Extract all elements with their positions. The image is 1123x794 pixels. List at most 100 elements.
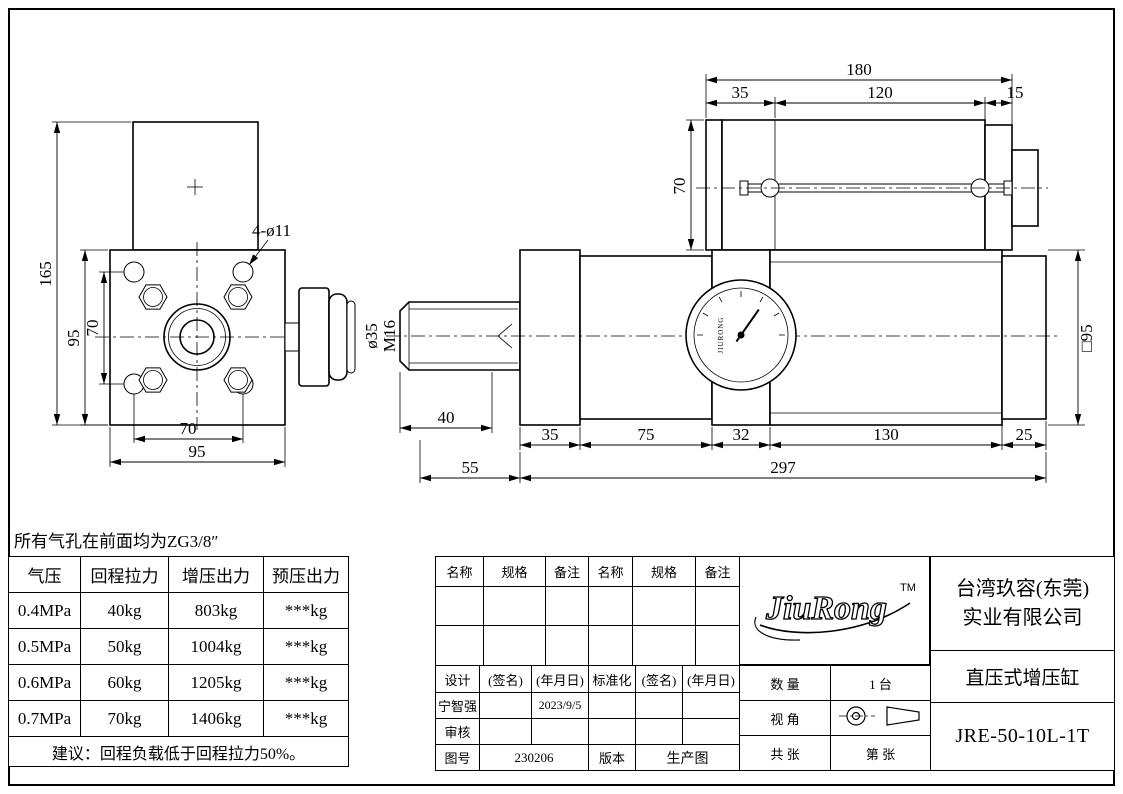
parts-cell-empty bbox=[695, 586, 740, 626]
drawing-type-value: 生产图 bbox=[635, 744, 740, 771]
sig-cell-empty bbox=[635, 692, 683, 719]
dim-width-95: 95 bbox=[189, 442, 206, 461]
technical-drawing: 165 95 70 70 95 4-ø11 bbox=[36, 60, 1096, 483]
spec-cell: ***kg bbox=[263, 664, 349, 701]
sig-cell-empty bbox=[531, 718, 589, 745]
jiurong-logo: JiuRong TM bbox=[754, 582, 916, 641]
dim-width-70: 70 bbox=[180, 419, 197, 438]
dim-seg-32: 32 bbox=[733, 425, 750, 444]
parts-header: 备注 bbox=[545, 556, 589, 587]
label-sign: (签名) bbox=[479, 665, 532, 693]
pressure-gauge: JIURONG bbox=[685, 279, 797, 391]
gauge-side-profile bbox=[284, 287, 356, 387]
spec-cell: 70kg bbox=[80, 700, 169, 737]
air-cyl-left-plate bbox=[705, 119, 723, 251]
spec-cell: 0.7MPa bbox=[8, 700, 81, 737]
rod-dia-label: ø35 bbox=[362, 323, 381, 349]
label-review: 审核 bbox=[435, 718, 480, 745]
dim-holes-70: 70 bbox=[83, 320, 102, 337]
main-tube bbox=[769, 249, 1003, 426]
dim-top-15: 15 bbox=[1007, 83, 1024, 102]
dim-height-165: 165 bbox=[36, 261, 55, 287]
dim-top-35: 35 bbox=[732, 83, 749, 102]
front-flange bbox=[519, 249, 581, 426]
parts-cell-empty bbox=[545, 625, 589, 666]
spec-cell: 50kg bbox=[80, 628, 169, 665]
bolt-hole bbox=[123, 261, 145, 283]
drawing-frame bbox=[8, 8, 1115, 786]
sig-cell-empty bbox=[479, 718, 532, 745]
label-quantity: 数 量 bbox=[739, 665, 831, 701]
quantity-value: 1 台 bbox=[830, 665, 931, 701]
label-sign: (签名) bbox=[635, 665, 683, 693]
spec-cell: 0.5MPa bbox=[8, 628, 81, 665]
logo-text: JiuRong bbox=[765, 590, 887, 627]
spec-header-pressure: 气压 bbox=[8, 556, 81, 593]
parts-cell-empty bbox=[483, 625, 546, 666]
parts-cell-empty bbox=[588, 625, 633, 666]
spec-cell: 803kg bbox=[168, 592, 264, 629]
dim-seg-75: 75 bbox=[638, 425, 655, 444]
sig-cell-empty bbox=[635, 718, 683, 745]
parts-cell-empty bbox=[632, 625, 696, 666]
parts-cell-empty bbox=[695, 625, 740, 666]
rod-thread-label: M16 bbox=[380, 320, 399, 352]
spec-cell: 60kg bbox=[80, 664, 169, 701]
third-angle-projection-icon bbox=[838, 706, 920, 726]
spec-cell: 1406kg bbox=[168, 700, 264, 737]
model-number: JRE-50-10L-1T bbox=[930, 702, 1115, 771]
parts-cell-empty bbox=[435, 586, 484, 626]
designer-name: 宁智强 bbox=[435, 692, 480, 719]
spec-cell: ***kg bbox=[263, 700, 349, 737]
air-hole-note: 所有气孔在前面均为ZG3/8″ bbox=[14, 532, 219, 551]
spec-cell: 1004kg bbox=[168, 628, 264, 665]
label-date: (年月日) bbox=[682, 665, 740, 693]
label-total-sheets: 共 张 bbox=[739, 735, 831, 771]
parts-header: 名称 bbox=[435, 556, 484, 587]
company-name-line1: 台湾玖容(东莞) bbox=[955, 577, 1090, 600]
valve-block-front bbox=[132, 121, 259, 251]
title-block: 名称 规格 备注 名称 规格 备注 设计 (签名) bbox=[435, 556, 1115, 771]
hole-callout-4xd11: 4-ø11 bbox=[252, 221, 291, 240]
label-standardization: 标准化 bbox=[588, 665, 636, 693]
parts-cell-empty bbox=[588, 586, 633, 626]
design-date: 2023/9/5 bbox=[531, 692, 589, 719]
label-sheet-no: 第 张 bbox=[830, 735, 931, 771]
dim-55: 55 bbox=[462, 458, 479, 477]
rear-cap bbox=[1001, 255, 1047, 420]
sig-cell-empty bbox=[479, 692, 532, 719]
label-drawing-no: 图号 bbox=[435, 744, 480, 771]
sig-cell-empty bbox=[588, 718, 636, 745]
parts-header: 名称 bbox=[588, 556, 633, 587]
label-version: 版本 bbox=[588, 744, 636, 771]
gauge-brand-label: JIURONG bbox=[717, 317, 725, 354]
dim-seg-35: 35 bbox=[542, 425, 559, 444]
logo-tm: TM bbox=[900, 582, 916, 594]
side-view: JIURONG 180 35 120 15 70 ø35 M16 bbox=[362, 60, 1096, 483]
dim-height-95: 95 bbox=[64, 330, 83, 347]
dim-297: 297 bbox=[770, 458, 796, 477]
dim-top-180: 180 bbox=[846, 60, 872, 79]
parts-cell-empty bbox=[435, 625, 484, 666]
spec-cell: 0.4MPa bbox=[8, 592, 81, 629]
spec-cell: 40kg bbox=[80, 592, 169, 629]
sig-cell-empty bbox=[682, 692, 740, 719]
signature-table: 设计 (签名) (年月日) 标准化 (签名) (年月日) 宁智强 2023/9/… bbox=[435, 665, 740, 771]
parts-header: 备注 bbox=[695, 556, 740, 587]
dim-seg-25: 25 bbox=[1016, 425, 1033, 444]
label-view-angle: 视 角 bbox=[739, 700, 831, 736]
dim-seg-130: 130 bbox=[873, 425, 899, 444]
parts-list-table: 名称 规格 备注 名称 规格 备注 bbox=[435, 556, 740, 666]
dim-rod-40: 40 bbox=[438, 408, 455, 427]
spec-suggestion: 建议：回程负载低于回程拉力50%。 bbox=[8, 736, 349, 767]
dim-top-120: 120 bbox=[867, 83, 893, 102]
spec-cell: ***kg bbox=[263, 592, 349, 629]
sig-cell-empty bbox=[588, 692, 636, 719]
spec-header-preload-force: 预压出力 bbox=[263, 556, 349, 593]
parts-cell-empty bbox=[632, 586, 696, 626]
projection-symbol-cell bbox=[830, 700, 931, 736]
spec-header-return-force: 回程拉力 bbox=[80, 556, 169, 593]
company-block: 台湾玖容(东莞) 实业有限公司 直压式增压缸 JRE-50-10L-1T bbox=[930, 556, 1115, 771]
parts-header: 规格 bbox=[632, 556, 696, 587]
